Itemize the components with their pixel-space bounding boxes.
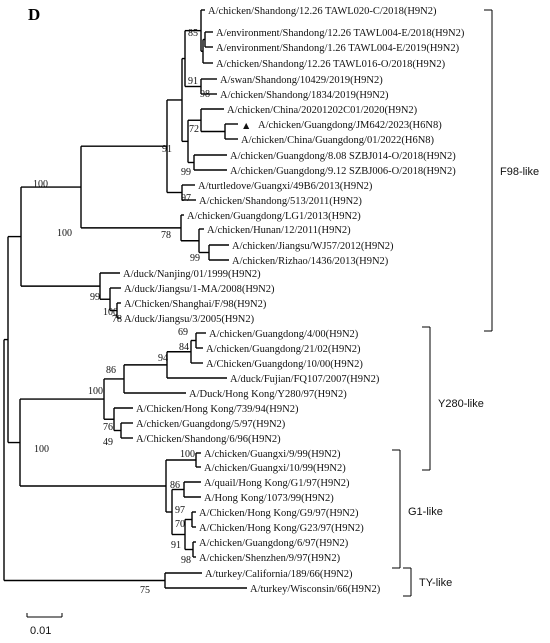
leaf-label: A/chicken/Shandong/12.26 TAWL016-O/2018(… — [216, 59, 446, 70]
leaf-label: A/turtledove/Guangxi/49B6/2013(H9N2) — [198, 181, 373, 192]
leaf-label: A/Chicken/Hong Kong/739/94(H9N2) — [136, 404, 299, 415]
leaf-label: A/chicken/Shandong/513/2011(H9N2) — [199, 196, 362, 207]
bootstrap-value: 98 — [181, 555, 191, 566]
bootstrap-value: 69 — [178, 327, 188, 338]
leaf-labels: A/chicken/Shandong/12.26 TAWL020-C/2018(… — [123, 6, 465, 595]
bootstrap-value: 97 — [181, 193, 191, 204]
leaf-label: A/chicken/Guangdong/5/97(H9N2) — [136, 419, 286, 430]
leaf-label: A/duck/Fujian/FQ107/2007(H9N2) — [230, 374, 380, 385]
leaf-label: A/Chicken/Shanghai/F/98(H9N2) — [124, 299, 267, 310]
bootstrap-value: 100 — [180, 449, 195, 460]
scale-bar: 0.01 — [26, 613, 63, 637]
leaf-label: A/chicken/Guangdong/JM642/2023(H6N8) — [258, 120, 442, 131]
bootstrap-value: 49 — [103, 437, 113, 448]
bootstrap-value: 75 — [140, 585, 150, 596]
bootstrap-value: 91 — [162, 144, 172, 155]
leaf-label: A/duck/Nanjing/01/1999(H9N2) — [123, 269, 261, 280]
clade-bracket: F98-like — [484, 9, 539, 332]
leaf-label: A/chicken/Jiangsu/WJ57/2012(H9N2) — [232, 241, 394, 252]
scale-bar-label: 0.01 — [30, 625, 51, 637]
leaf-label: A/Chicken/Guangdong/10/00(H9N2) — [206, 359, 363, 370]
leaf-label: A/swan/Shandong/10429/2019(H9N2) — [220, 75, 383, 86]
clade-label: TY-like — [419, 577, 452, 589]
bootstrap-value: 100 — [103, 307, 118, 318]
leaf-label: A/chicken/Guangdong/8.08 SZBJ014-O/2018(… — [230, 151, 456, 162]
leaf-label: A/Hong Kong/1073/99(H9N2) — [204, 493, 334, 504]
leaf-label: A/quail/Hong Kong/G1/97(H9N2) — [204, 478, 350, 489]
clade-bracket: TY-like — [403, 567, 452, 597]
bootstrap-value: 84 — [179, 342, 189, 353]
leaf-label: A/turkey/California/189/66(H9N2) — [205, 569, 353, 580]
leaf-label: A/chicken/China/20201202C01/2020(H9N2) — [227, 105, 418, 116]
bootstrap-value: 86 — [106, 365, 116, 376]
leaf-label: A/Duck/Hong Kong/Y280/97(H9N2) — [189, 389, 347, 400]
leaf-label: A/turkey/Wisconsin/66(H9N2) — [250, 584, 381, 595]
leaf-label: A/chicken/Shandong/1834/2019(H9N2) — [220, 90, 389, 101]
leaf-label: A/chicken/Hunan/12/2011(H9N2) — [207, 225, 351, 236]
bootstrap-value: 99 — [190, 253, 200, 264]
leaf-label: A/chicken/Guangxi/9/99(H9N2) — [204, 449, 341, 460]
bootstrap-values: 8591987291991009778991009978698494861007… — [33, 28, 210, 596]
bootstrap-value: 70 — [175, 519, 185, 530]
leaf-label: A/chicken/Guangdong/21/02(H9N2) — [206, 344, 361, 355]
leaf-label: A/chicken/Rizhao/1436/2013(H9N2) — [232, 256, 389, 267]
bootstrap-value: 85 — [188, 28, 198, 39]
bootstrap-value: 100 — [34, 444, 49, 455]
bootstrap-value: 97 — [175, 505, 185, 516]
leaf-label: A/Chicken/Hong Kong/G9/97(H9N2) — [199, 508, 359, 519]
bootstrap-value: 94 — [158, 353, 168, 364]
leaf-label: A/chicken/Guangdong/6/97(H9N2) — [199, 538, 349, 549]
leaf-label: A/Chicken/Shandong/6/96(H9N2) — [136, 434, 281, 445]
leaf-label: A/chicken/Guangxi/10/99(H9N2) — [204, 463, 346, 474]
bootstrap-value: 99 — [181, 167, 191, 178]
bootstrap-value: 91 — [188, 76, 198, 87]
bootstrap-value: 72 — [189, 124, 199, 135]
leaf-label: A/chicken/Guangdong/LG1/2013(H9N2) — [187, 211, 361, 222]
clade-label: Y280-like — [438, 398, 484, 410]
clade-label: G1-like — [408, 506, 443, 518]
leaf-label: A/chicken/Guangdong/4/00(H9N2) — [209, 329, 359, 340]
clade-bracket: Y280-like — [422, 326, 484, 471]
marked-strain-triangle-icon: ▲ — [241, 121, 251, 132]
panel-label: D — [28, 5, 40, 24]
leaf-label: A/chicken/Shandong/12.26 TAWL020-C/2018(… — [208, 6, 437, 17]
leaf-label: A/chicken/Guangdong/9.12 SZBJ006-O/2018(… — [230, 166, 456, 177]
clade-bracket: G1-like — [392, 449, 443, 569]
bootstrap-value: 99 — [90, 292, 100, 303]
leaf-label: A/environment/Shandong/12.26 TAWL004-E/2… — [216, 28, 465, 39]
bootstrap-value: 100 — [88, 386, 103, 397]
tree-branches — [3, 9, 247, 589]
bootstrap-value: 100 — [57, 228, 72, 239]
bootstrap-value: 100 — [33, 179, 48, 190]
leaf-label: A/Chicken/Hong Kong/G23/97(H9N2) — [199, 523, 364, 534]
bootstrap-value: 78 — [112, 314, 122, 325]
leaf-label: A/duck/Jiangsu/1-MA/2008(H9N2) — [124, 284, 275, 295]
leaf-label: A/chicken/China/Guangdong/01/2022(H6N8) — [241, 135, 435, 146]
leaf-label: A/environment/Shandong/1.26 TAWL004-E/20… — [216, 43, 460, 54]
leaf-label: A/duck/Jiangsu/3/2005(H9N2) — [124, 314, 255, 325]
bootstrap-value: 86 — [170, 480, 180, 491]
leaf-label: A/chicken/Shenzhen/9/97(H9N2) — [199, 553, 341, 564]
bootstrap-value: 98 — [200, 89, 210, 100]
clade-label: F98-like — [500, 166, 539, 178]
bootstrap-value: 76 — [103, 422, 113, 433]
bootstrap-value: 91 — [171, 540, 181, 551]
bootstrap-value: 78 — [161, 230, 171, 241]
